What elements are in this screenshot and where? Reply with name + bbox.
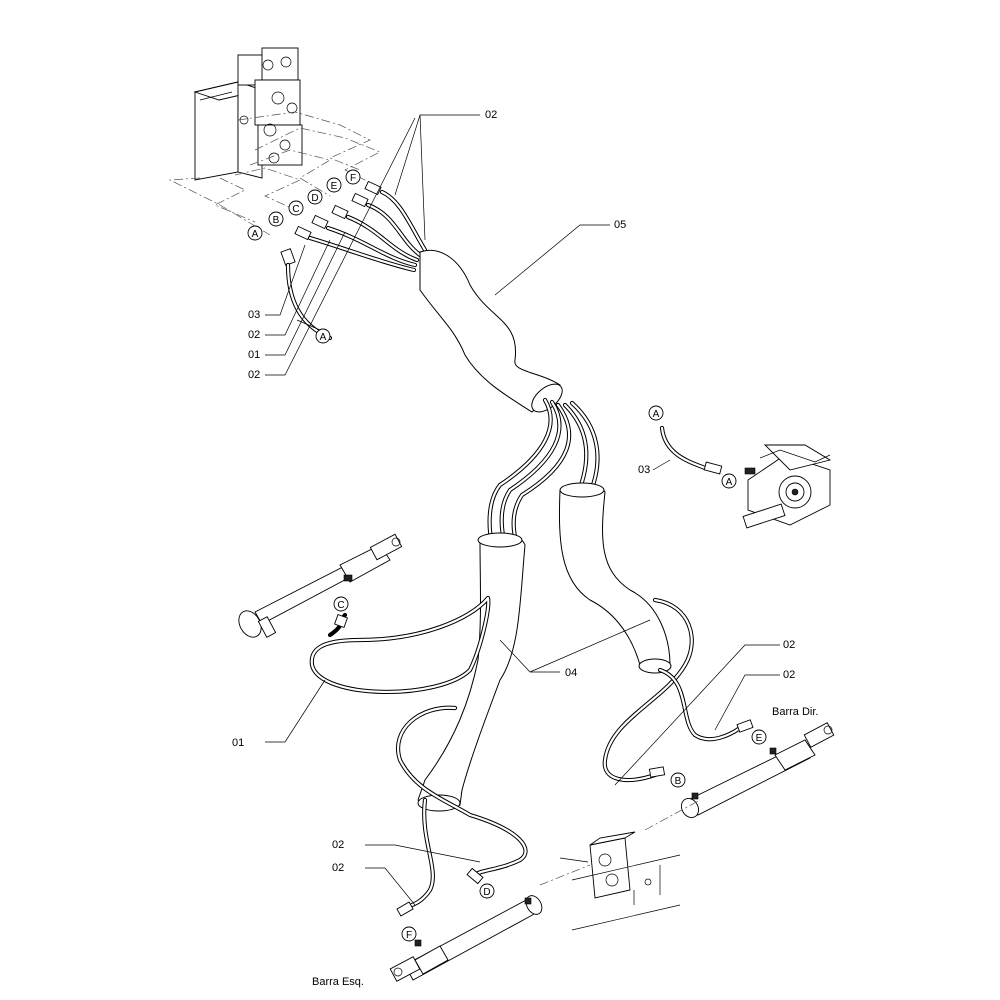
lower-hoses [309, 595, 743, 913]
connector-a-motor-fitting: A [721, 473, 737, 489]
label-hose-02-left-a: 02 [248, 329, 260, 341]
protective-sleeve-05 [419, 249, 563, 413]
connector-d-left-cylinder: D [479, 883, 495, 899]
svg-text:A: A [726, 477, 733, 488]
label-hose-01-mid: 01 [232, 737, 244, 749]
label-hose-02-bottom-a: 02 [332, 839, 344, 851]
valve-side-fittings [280, 180, 382, 266]
connector-f-valve: F [345, 169, 361, 185]
svg-text:A: A [653, 409, 660, 420]
connector-c-lift-cylinder: C [333, 596, 349, 612]
svg-text:B: B [273, 215, 280, 226]
connector-a-valve-lower: A [315, 328, 331, 344]
label-sleeve-04: 04 [565, 667, 577, 679]
component-labels: Barra Dir. Barra Esq. [312, 706, 818, 988]
connector-b-right-cylinder: B [670, 772, 686, 788]
part-number-labels: 02 05 03 02 01 02 03 04 01 02 02 02 02 [232, 109, 795, 874]
middle-hose-bundle [487, 397, 600, 548]
svg-text:E: E [756, 733, 763, 744]
connector-a-valve: A [247, 225, 263, 241]
leader-lines [265, 114, 780, 906]
svg-text:A: A [252, 229, 259, 240]
connector-c-valve: C [288, 200, 304, 216]
svg-text:C: C [292, 204, 299, 215]
right-bar-cylinder [648, 719, 835, 818]
protective-sleeve-04 [417, 482, 672, 812]
label-hose-03-left: 03 [248, 309, 260, 321]
connector-e-valve: E [326, 177, 342, 193]
label-hose-02-left-b: 02 [248, 369, 260, 381]
label-hose-02-top: 02 [485, 109, 497, 121]
label-hose-02-right-a: 02 [783, 639, 795, 651]
left-bar-cylinder [389, 867, 543, 982]
label-right-bar: Barra Dir. [772, 706, 818, 718]
upper-hose-bundle [285, 189, 428, 341]
control-valve-block [193, 47, 303, 181]
connector-d-valve: D [307, 189, 323, 205]
label-sleeve-05: 05 [614, 219, 626, 231]
label-hose-01-left: 01 [248, 349, 260, 361]
svg-text:B: B [675, 776, 682, 787]
lift-cylinder [238, 533, 403, 638]
label-left-bar: Barra Esq. [312, 976, 364, 988]
connector-a-motor-top: A [648, 405, 664, 421]
label-hose-02-bottom-b: 02 [332, 862, 344, 874]
svg-text:E: E [331, 181, 338, 192]
svg-text:C: C [337, 600, 344, 611]
connector-e-right-cylinder: E [751, 729, 767, 745]
svg-text:D: D [311, 193, 318, 204]
hydraulic-motor [659, 425, 832, 529]
svg-text:F: F [350, 173, 356, 184]
label-hose-03-right: 03 [638, 464, 650, 476]
svg-text:A: A [320, 332, 327, 343]
label-hose-02-right-b: 02 [783, 669, 795, 681]
connector-letters: F E D C B A A A [247, 169, 767, 942]
svg-text:D: D [483, 887, 490, 898]
connector-f-left-cylinder: F [401, 926, 417, 942]
svg-text:F: F [406, 930, 412, 941]
mounting-bracket [539, 799, 701, 931]
connector-b-valve: B [268, 211, 284, 227]
